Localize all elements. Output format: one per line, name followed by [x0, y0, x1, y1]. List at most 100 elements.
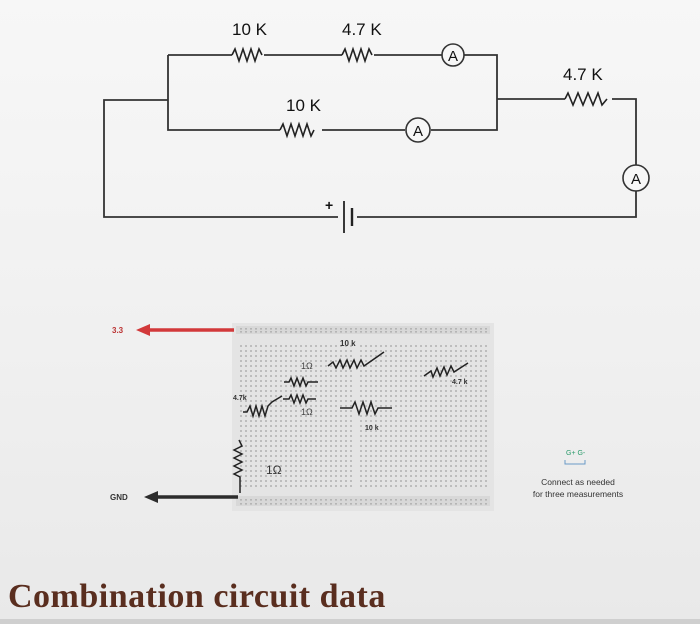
rail-hole — [395, 328, 397, 330]
rail-hole — [275, 331, 277, 333]
breadboard-hole — [315, 415, 317, 417]
breadboard-hole — [390, 380, 392, 382]
breadboard-hole — [415, 395, 417, 397]
breadboard-hole — [270, 395, 272, 397]
breadboard-hole — [385, 460, 387, 462]
breadboard-hole — [395, 390, 397, 392]
breadboard-hole — [430, 460, 432, 462]
breadboard-hole — [375, 385, 377, 387]
breadboard-hole — [265, 375, 267, 377]
breadboard-hole — [385, 375, 387, 377]
breadboard-hole — [455, 470, 457, 472]
rail-hole — [405, 499, 407, 501]
breadboard-hole — [455, 485, 457, 487]
breadboard-hole — [315, 485, 317, 487]
breadboard-hole — [415, 425, 417, 427]
breadboard-hole — [475, 390, 477, 392]
breadboard-hole — [480, 380, 482, 382]
breadboard-hole — [375, 370, 377, 372]
breadboard-hole — [250, 470, 252, 472]
breadboard-hole — [440, 375, 442, 377]
breadboard-hole — [360, 455, 362, 457]
rail-hole — [410, 328, 412, 330]
breadboard-hole — [425, 360, 427, 362]
breadboard-hole — [330, 465, 332, 467]
breadboard-hole — [365, 360, 367, 362]
breadboard-hole — [470, 405, 472, 407]
rail-hole — [240, 499, 242, 501]
breadboard-hole — [340, 465, 342, 467]
breadboard-hole — [255, 470, 257, 472]
rail-hole — [245, 499, 247, 501]
breadboard-hole — [280, 385, 282, 387]
breadboard-hole — [305, 465, 307, 467]
breadboard-hole — [340, 420, 342, 422]
breadboard-hole — [260, 480, 262, 482]
breadboard-hole — [340, 380, 342, 382]
breadboard-hole — [420, 480, 422, 482]
breadboard-hole — [405, 415, 407, 417]
breadboard-hole — [300, 475, 302, 477]
breadboard-hole — [265, 345, 267, 347]
breadboard-hole — [340, 355, 342, 357]
breadboard-hole — [395, 400, 397, 402]
breadboard-hole — [310, 470, 312, 472]
breadboard-hole — [435, 485, 437, 487]
breadboard-hole — [390, 480, 392, 482]
breadboard-hole — [370, 440, 372, 442]
breadboard-hole — [410, 395, 412, 397]
breadboard-hole — [280, 355, 282, 357]
breadboard-hole — [440, 480, 442, 482]
breadboard-hole — [425, 455, 427, 457]
breadboard-hole — [330, 420, 332, 422]
breadboard-hole — [450, 480, 452, 482]
breadboard-hole — [290, 415, 292, 417]
breadboard-hole — [345, 390, 347, 392]
breadboard-hole — [345, 435, 347, 437]
breadboard-hole — [385, 365, 387, 367]
breadboard-hole — [435, 440, 437, 442]
rail-hole — [360, 331, 362, 333]
battery-plus-sign: + — [325, 197, 333, 213]
breadboard-hole — [310, 395, 312, 397]
rail-hole — [455, 328, 457, 330]
breadboard-hole — [275, 355, 277, 357]
breadboard-hole — [375, 355, 377, 357]
breadboard-hole — [240, 370, 242, 372]
breadboard-hole — [380, 435, 382, 437]
breadboard-hole — [305, 380, 307, 382]
breadboard-hole — [380, 460, 382, 462]
breadboard-hole — [305, 345, 307, 347]
breadboard-hole — [415, 410, 417, 412]
breadboard-hole — [330, 385, 332, 387]
rail-hole — [460, 331, 462, 333]
breadboard-hole — [350, 395, 352, 397]
breadboard-hole — [330, 440, 332, 442]
breadboard-hole — [365, 470, 367, 472]
rail-hole — [385, 328, 387, 330]
breadboard-hole — [435, 375, 437, 377]
ammeter-right-icon — [622, 164, 650, 192]
bb-label-10k-mid: 10 k — [365, 425, 379, 432]
breadboard-hole — [295, 360, 297, 362]
breadboard-hole — [245, 430, 247, 432]
breadboard-hole — [295, 450, 297, 452]
breadboard-hole — [450, 375, 452, 377]
breadboard-hole — [380, 430, 382, 432]
breadboard-hole — [330, 395, 332, 397]
breadboard-hole — [335, 475, 337, 477]
breadboard-hole — [465, 475, 467, 477]
breadboard-hole — [280, 360, 282, 362]
rail-hole — [285, 328, 287, 330]
breadboard-hole — [310, 405, 312, 407]
rail-hole — [420, 499, 422, 501]
breadboard-hole — [455, 450, 457, 452]
ammeter-inner-icon — [405, 117, 431, 143]
breadboard-hole — [310, 360, 312, 362]
rail-hole — [265, 499, 267, 501]
breadboard-hole — [350, 435, 352, 437]
breadboard-hole — [480, 400, 482, 402]
breadboard-hole — [300, 370, 302, 372]
breadboard-hole — [445, 385, 447, 387]
